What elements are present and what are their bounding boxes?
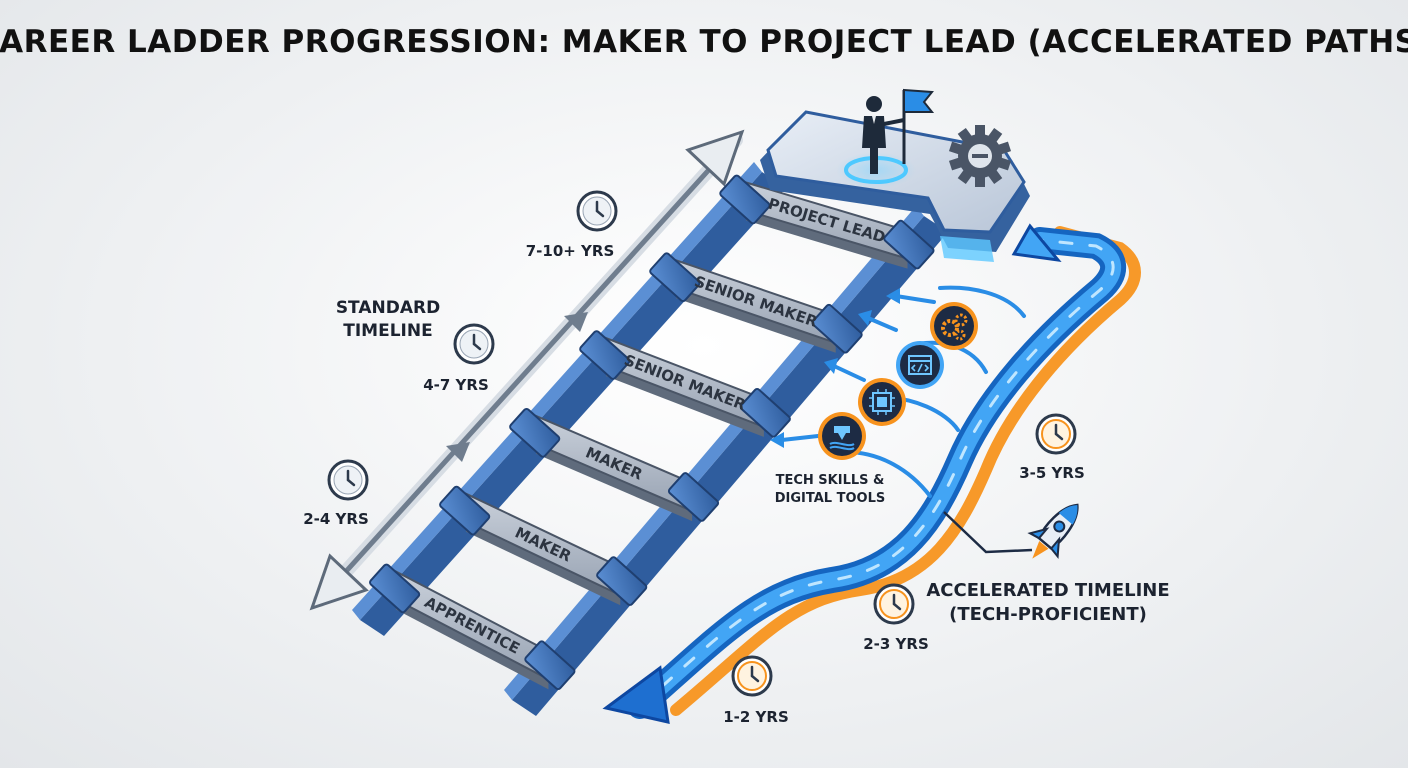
clock-icon xyxy=(327,459,369,501)
accelerated-milestone-2: 2-3 YRS xyxy=(863,635,929,653)
accelerated-milestone-1: 1-2 YRS xyxy=(723,708,789,726)
rocket-icon xyxy=(1027,503,1079,560)
leader-with-flag-icon xyxy=(862,88,935,174)
standard-milestone-1: 2-4 YRS xyxy=(303,510,369,528)
standard-milestone-2: 4-7 YRS xyxy=(423,376,489,394)
3d-printer-icon xyxy=(818,412,866,460)
tech-skills-label-line1: TECH SKILLS & xyxy=(776,473,885,488)
clock-icon xyxy=(576,190,618,232)
clock-icon xyxy=(873,583,915,625)
gear-tooth xyxy=(975,173,985,187)
ladder-rung: SENIOR MAKER xyxy=(579,330,791,438)
clock-icon xyxy=(1035,413,1077,455)
ladder-rung: APPRENTICE xyxy=(369,563,576,691)
standard-milestone-3: 7-10+ YRS xyxy=(526,242,615,260)
tech-skills-label-line2: DIGITAL TOOLS xyxy=(775,491,885,506)
accelerated-path xyxy=(602,223,1141,724)
chip-icon xyxy=(858,378,906,426)
ladder-rung: MAKER xyxy=(439,485,648,606)
gear-tooth xyxy=(975,125,985,139)
standard-timeline-arrow xyxy=(309,129,745,611)
standard-timeline-label-line2: TIMELINE xyxy=(343,321,432,341)
clock-icon xyxy=(453,323,495,365)
callout-line xyxy=(943,511,1033,554)
ladder-rung: MAKER xyxy=(509,407,720,522)
gears-icon xyxy=(930,302,978,350)
gear-icon xyxy=(948,125,1012,187)
ladder-rung: PROJECT LEAD xyxy=(719,174,935,270)
code-window-icon xyxy=(896,341,944,389)
standard-timeline-label-line1: STANDARD xyxy=(336,298,440,318)
accelerated-timeline-label-line1: ACCELERATED TIMELINE xyxy=(926,580,1169,601)
tech-branch-arrowheads xyxy=(770,288,900,448)
clock-icon xyxy=(731,655,773,697)
page-title: CAREER LADDER PROGRESSION: MAKER TO PROJ… xyxy=(0,24,1408,60)
accelerated-milestone-3: 3-5 YRS xyxy=(1019,464,1085,482)
accelerated-timeline-label-line2: (TECH-PROFICIENT) xyxy=(949,604,1147,625)
